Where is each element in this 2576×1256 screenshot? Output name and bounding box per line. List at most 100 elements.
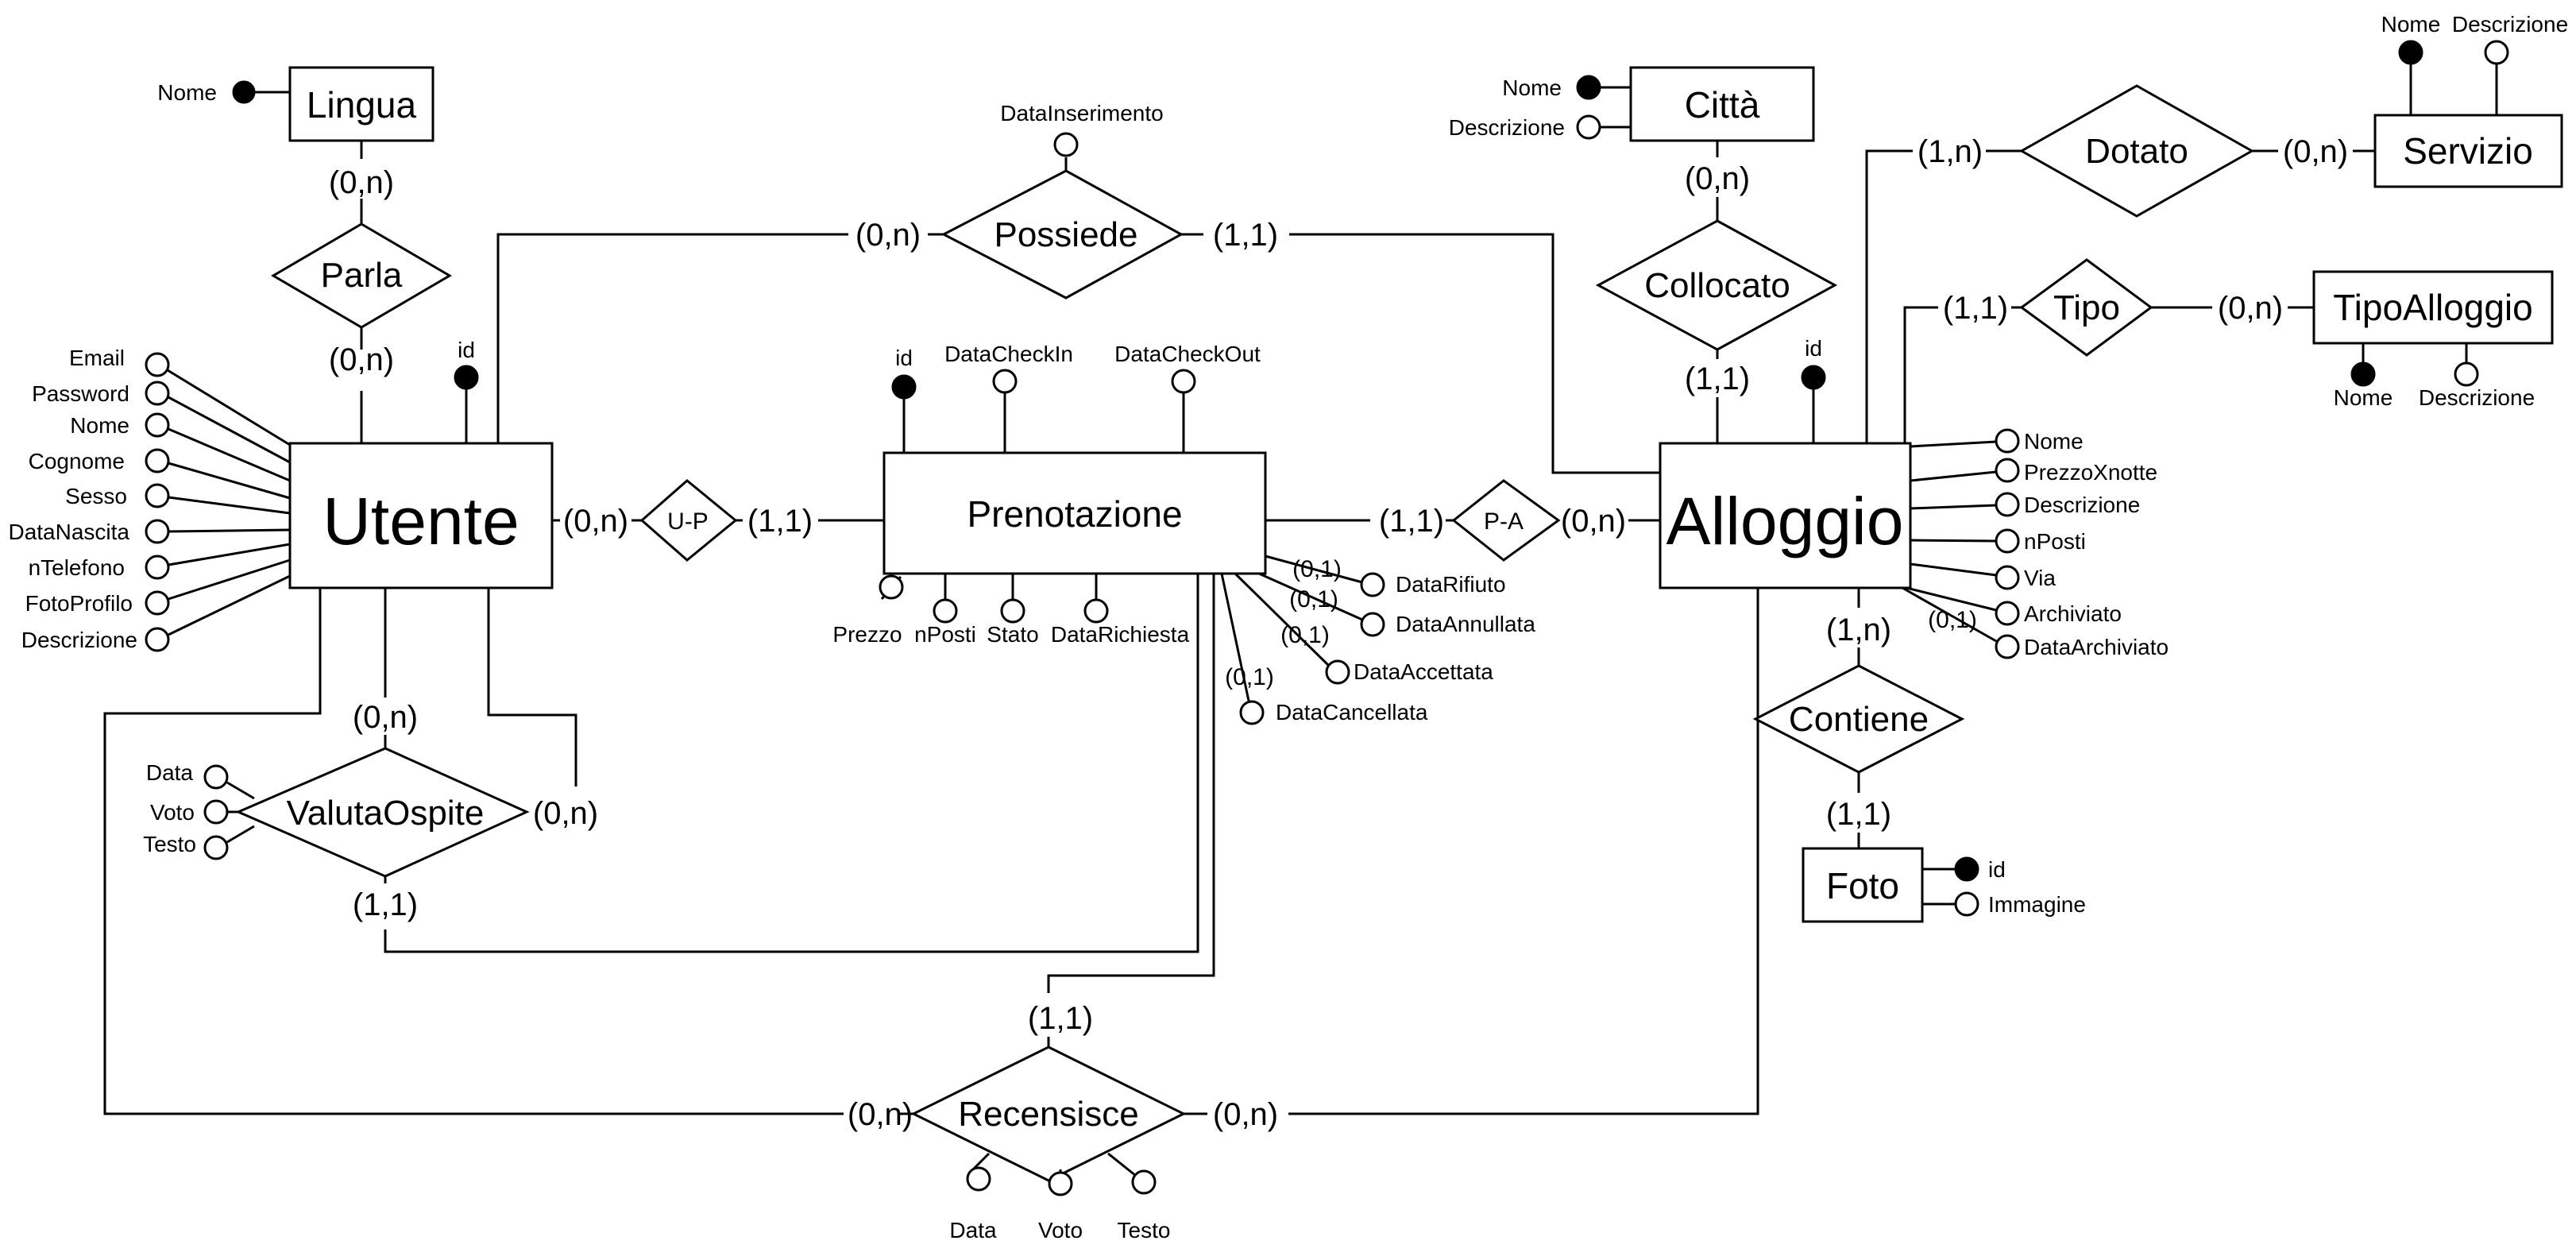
attribute-label: nTelefono — [29, 555, 125, 580]
cardinality-alloggio-pa: (0,n) — [1561, 504, 1626, 539]
attribute-utente-nome: Nome — [70, 412, 291, 482]
cardinality-utente-possiede: (0,n) — [855, 218, 921, 253]
entity-servizio: Servizio — [2373, 114, 2563, 188]
attribute-prenotazione-data-annullata: DataAnnullata — [1258, 572, 1535, 637]
relationship-valuta-ospite: ValutaOspite — [235, 747, 530, 878]
attribute-citta-descrizione: Descrizione — [1449, 114, 1631, 140]
relationship-dotato-label: Dotato — [2085, 132, 2188, 171]
connector-lines — [103, 141, 2375, 1115]
attribute-label: Descrizione — [2419, 385, 2535, 410]
attribute-recensisce-voto: Voto — [1038, 1169, 1083, 1242]
cardinality-citta-collocato: (0,n) — [1685, 161, 1750, 196]
attribute-label: Archiviato — [2024, 601, 2122, 626]
attribute-utente-data-nascita: DataNascita — [8, 519, 291, 544]
relationship-possiede-label: Possiede — [994, 215, 1137, 254]
cardinality-data-archiviato: (0,1) — [1928, 607, 1977, 633]
entity-foto: Foto — [1802, 847, 1924, 923]
attribute-label: DataRifiuto — [1396, 572, 1506, 597]
attribute-prenotazione-stato: Stato — [987, 574, 1039, 647]
attribute-label: Immagine — [1988, 892, 2086, 917]
entity-utente-label: Utente — [322, 484, 519, 558]
attribute-prenotazione-data-cancellata: DataCancellata — [1220, 573, 1428, 725]
cardinality-utente-valuta-top: (0,n) — [353, 700, 418, 735]
attribute-label: Nome — [2334, 385, 2393, 410]
utente-attributes: Email Password Nome Cognome Sesso DataNa… — [8, 346, 291, 652]
attribute-label: DataCheckOut — [1114, 342, 1261, 366]
attribute-utente-sesso: Sesso — [65, 483, 291, 515]
cardinality-servizio-dotato: (0,n) — [2283, 134, 2348, 169]
attribute-label: DataInserimento — [1000, 101, 1163, 126]
relationship-pa: P-A — [1451, 479, 1561, 562]
entity-lingua-label: Lingua — [307, 84, 417, 126]
attribute-label: Data — [949, 1218, 997, 1242]
attribute-recensisce-testo: Testo — [1107, 1152, 1171, 1242]
attribute-label: id — [1805, 336, 1822, 361]
entity-lingua: Lingua — [288, 66, 434, 142]
attribute-alloggio-archiviato: Archiviato — [1906, 586, 2122, 626]
attribute-alloggio-via: Via — [1910, 562, 2056, 590]
attribute-label: nPosti — [2024, 529, 2086, 554]
attribute-alloggio-descrizione: Descrizione — [1910, 492, 2140, 517]
attribute-label: DataNascita — [8, 520, 129, 544]
relationship-parla: Parla — [271, 222, 452, 329]
relationship-pa-label: P-A — [1484, 508, 1524, 535]
attribute-alloggio-n-posti: nPosti — [1910, 528, 2086, 554]
attribute-label: Voto — [1038, 1218, 1083, 1242]
relationship-collocato: Collocato — [1595, 219, 1838, 351]
cardinality-alloggio-dotato: (1,n) — [1918, 134, 1983, 169]
cardinality-prenotazione-pa: (1,1) — [1379, 504, 1444, 539]
cardinality-foto-contiene: (1,1) — [1826, 797, 1891, 832]
attribute-label: Voto — [150, 800, 195, 825]
attribute-alloggio-nome: Nome — [1910, 428, 2084, 454]
attribute-alloggio-data-archiviato: DataArchiviato — [1902, 586, 2169, 659]
relationship-contiene: Contiene — [1752, 664, 1965, 774]
entity-prenotazione: Prenotazione — [882, 451, 1267, 575]
entity-alloggio: Alloggio — [1659, 442, 1912, 589]
attribute-foto-immagine: Immagine — [1922, 891, 2086, 917]
entity-foto-label: Foto — [1826, 865, 1899, 906]
attribute-label: id — [458, 338, 475, 362]
attribute-label: DataArchiviato — [2024, 635, 2169, 659]
attribute-label: Data — [146, 760, 194, 785]
attribute-label: Nome — [1502, 75, 1562, 100]
attribute-citta-nome: Nome — [1502, 75, 1631, 100]
attribute-utente-password: Password — [32, 381, 291, 464]
cardinality-alloggio-tipo: (1,1) — [1943, 291, 2008, 326]
attribute-utente-descrizione: Descrizione — [21, 574, 291, 652]
cardinality-alloggio-contiene: (1,n) — [1826, 613, 1891, 647]
cardinality-prenotazione-recensisce: (1,1) — [1028, 1001, 1093, 1036]
relationship-tipo-label: Tipo — [2053, 288, 2120, 327]
attribute-prenotazione-prezzo: Prezzo — [832, 574, 904, 647]
entity-utente: Utente — [288, 442, 554, 589]
attribute-utente-cognome: Cognome — [29, 448, 291, 500]
attribute-label: Prezzo — [832, 622, 902, 647]
attribute-tipoalloggio-descrizione: Descrizione — [2419, 343, 2535, 410]
cardinality-alloggio-collocato: (1,1) — [1685, 361, 1750, 396]
relationship-dotato: Dotato — [2018, 84, 2255, 218]
attribute-label: FotoProfilo — [25, 591, 133, 616]
attribute-label: Descrizione — [1449, 115, 1565, 140]
relationship-contiene-label: Contiene — [1789, 700, 1929, 739]
entity-citta: Città — [1629, 66, 1815, 142]
attribute-label: id — [895, 346, 913, 370]
relationship-up-label: U-P — [667, 508, 709, 535]
attribute-label: Sesso — [65, 484, 127, 508]
entity-alloggio-label: Alloggio — [1666, 484, 1904, 558]
attribute-label: Nome — [2024, 429, 2084, 454]
attribute-utente-n-telefono: nTelefono — [29, 543, 291, 580]
attribute-lingua-nome: Nome — [157, 80, 290, 105]
attribute-label: Testo — [1118, 1218, 1171, 1242]
attribute-label: DataRichiesta — [1051, 622, 1190, 647]
cardinality-alloggio-recensisce: (0,n) — [1213, 1097, 1278, 1132]
attribute-prenotazione-id: id — [891, 346, 917, 453]
attribute-tipoalloggio-nome: Nome — [2334, 343, 2393, 410]
attribute-servizio-descrizione: Descrizione — [2452, 12, 2568, 115]
attribute-label: Descrizione — [2024, 493, 2140, 517]
relationship-recensisce: Recensisce — [910, 1045, 1187, 1182]
relationship-collocato-label: Collocato — [1644, 266, 1790, 305]
attribute-utente-id: id — [454, 338, 479, 443]
attribute-label: id — [1988, 857, 2006, 882]
relationship-recensisce-label: Recensisce — [958, 1095, 1138, 1134]
relationship-possiede: Possiede — [940, 169, 1184, 300]
